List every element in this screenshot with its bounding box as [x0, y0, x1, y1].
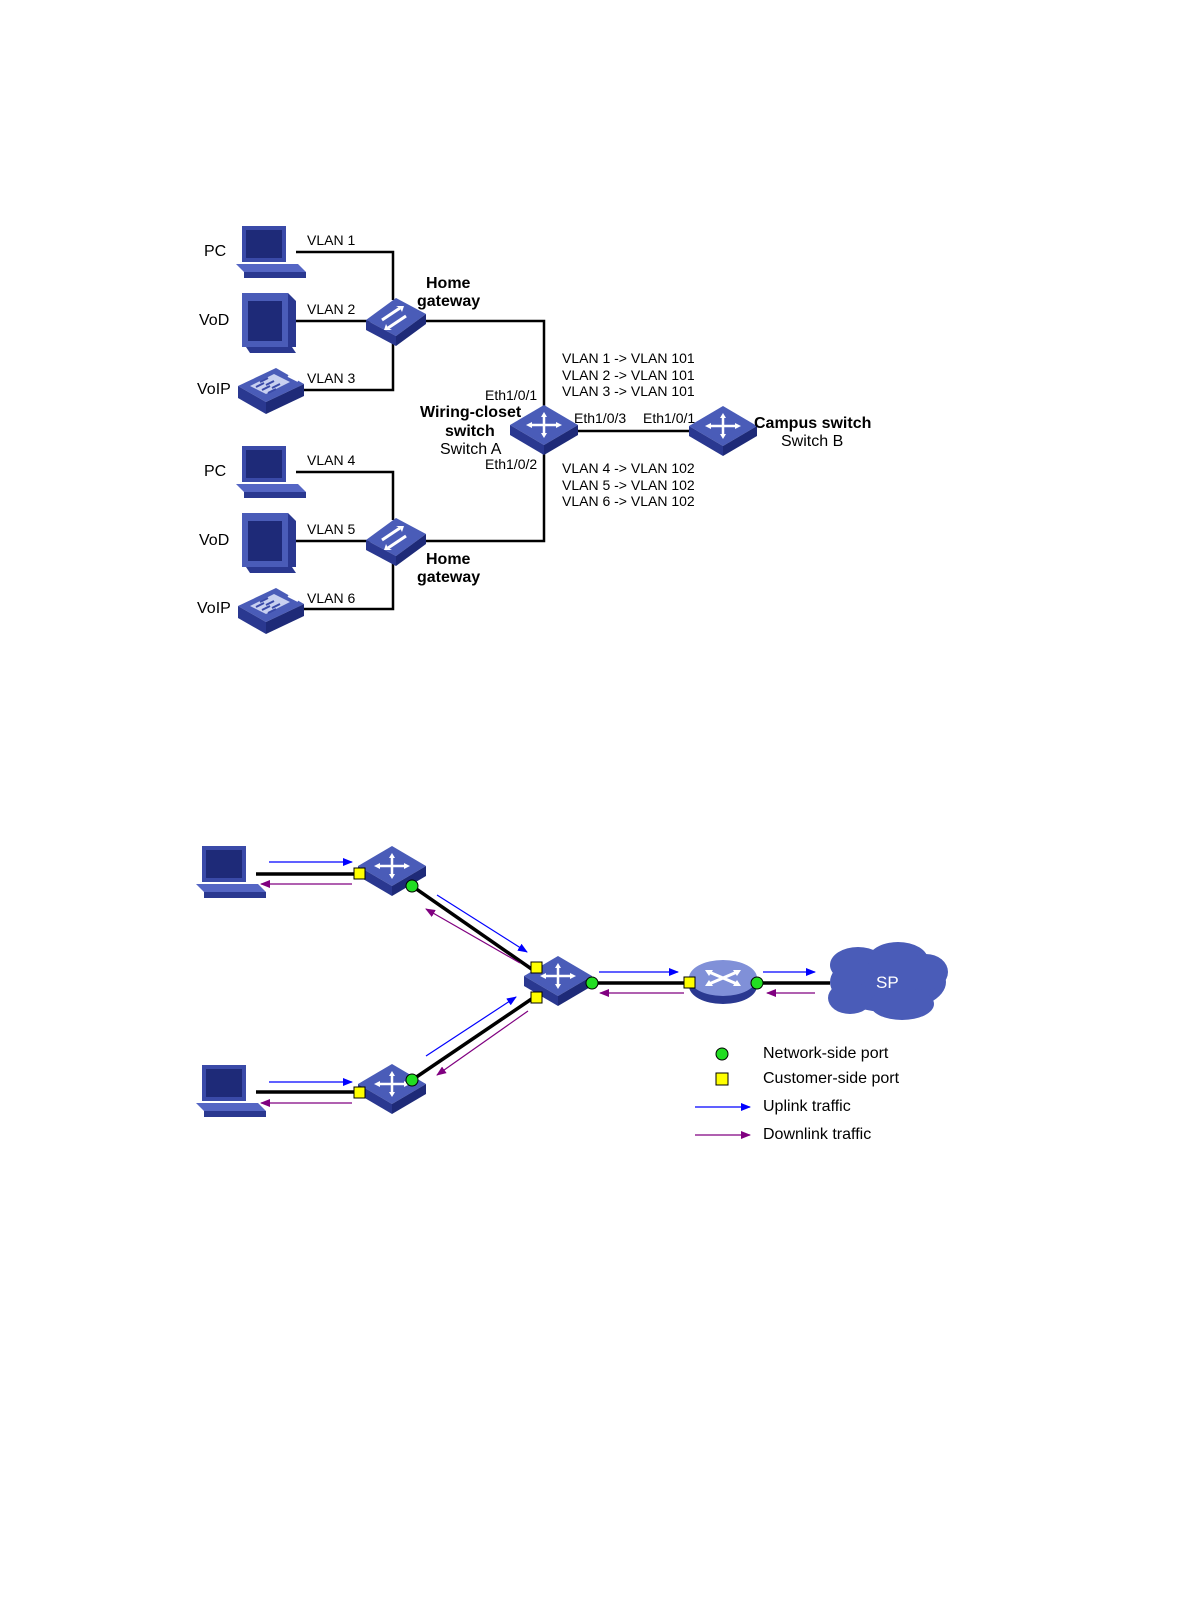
switch-a-label-line3: Switch A: [440, 441, 502, 458]
vlan-2-label: VLAN 2: [307, 301, 355, 317]
network-port-agg: [585, 976, 599, 990]
vod-2-icon: [242, 513, 296, 573]
pc-1-label: PC: [204, 243, 226, 260]
mapping-vlan-3: VLAN 3 -> VLAN 101: [562, 383, 695, 399]
voip-1-icon: [237, 367, 305, 415]
edge-switch-2-icon: [356, 1062, 428, 1116]
customer-port-core: [683, 976, 696, 989]
home-gateway-2-label-line1: Home: [426, 551, 471, 568]
links-group-b: [256, 872, 830, 1094]
mapping-vlan-1: VLAN 1 -> VLAN 101: [562, 350, 695, 366]
vlan-3-label: VLAN 3: [307, 370, 355, 386]
home-gateway-1-label-line2: gateway: [417, 293, 480, 310]
customer-port-agg-1: [530, 961, 543, 974]
customer-port-edge-2: [353, 1086, 366, 1099]
mapping-vlan-5: VLAN 5 -> VLAN 102: [562, 477, 695, 493]
vod-1-label: VoD: [199, 312, 229, 329]
mapping-vlan-6: VLAN 6 -> VLAN 102: [562, 493, 695, 509]
switch-b-port-eth1-0-1: Eth1/0/1: [643, 410, 695, 426]
legend-uplink-label: Uplink traffic: [763, 1098, 851, 1115]
mapping-vlan-2: VLAN 2 -> VLAN 101: [562, 367, 695, 383]
customer-port-agg-2: [530, 991, 543, 1004]
pc-1-icon: [236, 226, 306, 278]
legend-network-port-label: Network-side port: [763, 1045, 889, 1062]
switch-b-label-line2: Switch B: [781, 433, 843, 450]
legend-downlink-label: Downlink traffic: [763, 1126, 871, 1143]
network-port-core: [750, 976, 764, 990]
switch-a-label-line2: switch: [445, 423, 495, 440]
voip-1-label: VoIP: [197, 381, 231, 398]
pc-3-icon: [196, 846, 266, 898]
downlink-arrows: [260, 880, 815, 1107]
vlan-mapping-diagram: PC VoD VoIP PC VoD VoIP VLAN 1 VLAN 2 VL…: [197, 226, 871, 635]
port-traffic-diagram: SP Network-side port Customer-side port …: [196, 844, 948, 1143]
legend-customer-port-icon: [715, 1072, 729, 1086]
customer-port-edge-1: [353, 867, 366, 880]
home-gateway-2-icon: [364, 516, 428, 568]
pc-4-icon: [196, 1065, 266, 1117]
vlan-6-label: VLAN 6: [307, 590, 355, 606]
switch-b-label-line1: Campus switch: [754, 415, 871, 432]
vlan-1-label: VLAN 1: [307, 232, 355, 248]
pc-2-icon: [236, 446, 306, 498]
switch-a-label-line1: Wiring-closet: [420, 404, 522, 421]
switch-b-icon: [687, 404, 759, 458]
uplink-arrows: [269, 858, 816, 1086]
switch-a-port-eth1-0-2: Eth1/0/2: [485, 456, 537, 472]
pc-2-label: PC: [204, 463, 226, 480]
legend: Network-side port Customer-side port Upl…: [695, 1045, 900, 1143]
voip-2-icon: [237, 587, 305, 635]
sp-cloud-label: SP: [876, 973, 899, 992]
network-port-edge-1: [405, 879, 419, 893]
switch-a-port-eth1-0-3: Eth1/0/3: [574, 410, 626, 426]
core-device-icon: [687, 958, 759, 1006]
vod-2-label: VoD: [199, 532, 229, 549]
network-port-edge-2: [405, 1073, 419, 1087]
switch-a-port-eth1-0-1: Eth1/0/1: [485, 387, 537, 403]
vlan-5-label: VLAN 5: [307, 521, 355, 537]
home-gateway-2-label-line2: gateway: [417, 569, 480, 586]
network-side-ports: [405, 879, 764, 1087]
voip-2-label: VoIP: [197, 600, 231, 617]
vod-1-icon: [242, 293, 296, 353]
mapping-vlan-4: VLAN 4 -> VLAN 102: [562, 460, 695, 476]
vlan-4-label: VLAN 4: [307, 452, 355, 468]
links-group-a: [296, 250, 692, 611]
legend-network-port-icon: [715, 1047, 729, 1061]
legend-customer-port-label: Customer-side port: [763, 1070, 900, 1087]
home-gateway-1-label-line1: Home: [426, 275, 471, 292]
sp-cloud: [828, 942, 948, 1020]
customer-side-ports: [353, 867, 696, 1099]
